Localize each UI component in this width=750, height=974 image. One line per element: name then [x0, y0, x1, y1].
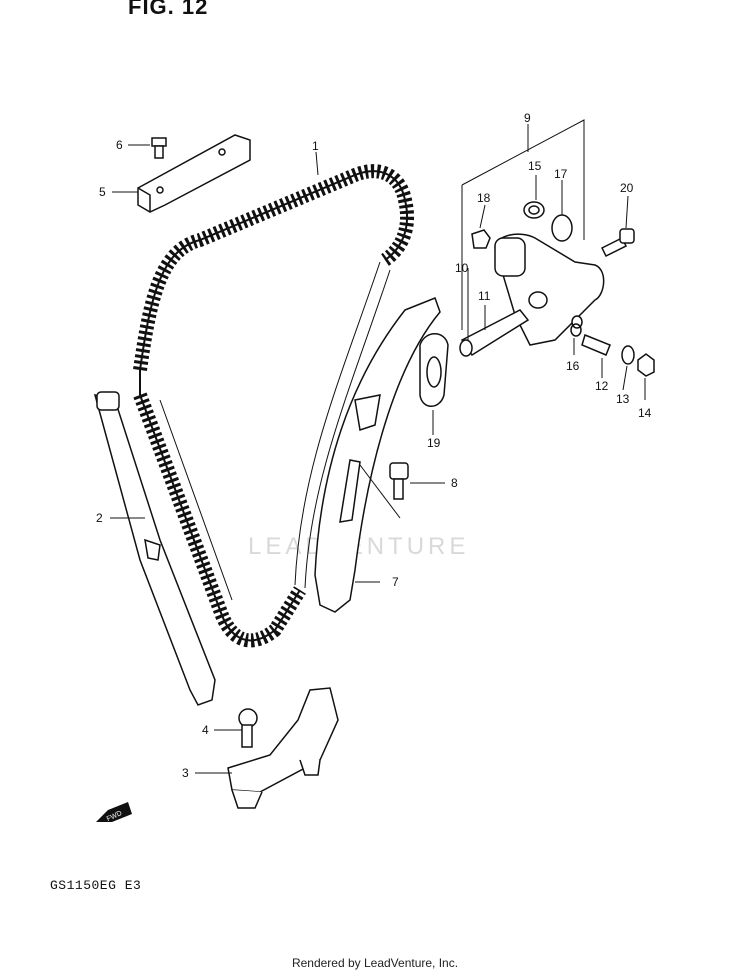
callout-6: 6 [116, 138, 123, 152]
guide-bolt-8[interactable] [389, 462, 409, 500]
callout-10: 10 [455, 261, 469, 275]
callout-13: 13 [616, 392, 630, 406]
callout-9: 9 [524, 111, 531, 125]
callout-4: 4 [202, 723, 209, 737]
callout-17: 17 [554, 167, 568, 181]
cam-chain[interactable] [133, 164, 415, 648]
callout-19: 19 [427, 436, 441, 450]
nut-18[interactable] [471, 229, 491, 249]
model-code: GS1150EG E3 [50, 878, 142, 893]
footer-credit: Rendered by LeadVenture, Inc. [291, 956, 459, 970]
chain-guide-front[interactable] [314, 297, 441, 613]
bolt-20[interactable] [600, 228, 635, 258]
callout-11: 11 [478, 289, 491, 303]
callout-12: 12 [595, 379, 609, 393]
gasket-19[interactable] [419, 333, 449, 407]
washer-13[interactable] [621, 345, 635, 365]
fwd-arrow-icon [96, 802, 132, 822]
holder-bolt-4[interactable] [238, 708, 258, 748]
screw-12[interactable] [581, 333, 611, 356]
push-rod-11[interactable] [459, 309, 530, 357]
chain-guide-rear[interactable] [93, 391, 216, 706]
callout-8: 8 [451, 476, 458, 490]
callout-5: 5 [99, 185, 106, 199]
callout-14: 14 [638, 406, 652, 420]
callout-3: 3 [182, 766, 189, 780]
figure-title: FIG. 12 [128, 0, 209, 19]
callout-15: 15 [528, 159, 542, 173]
nut-14[interactable] [637, 353, 655, 377]
guide-bolt-6[interactable] [151, 137, 167, 159]
leader-lines [110, 144, 646, 774]
o-ring-16[interactable] [570, 323, 582, 337]
o-ring-17[interactable] [551, 214, 573, 242]
oil-seal-15[interactable] [523, 201, 545, 219]
callout-2: 2 [96, 511, 103, 525]
callout-1: 1 [312, 139, 319, 153]
callout-7: 7 [392, 575, 399, 589]
callout-18: 18 [477, 191, 491, 205]
guide-holder-3[interactable] [227, 687, 339, 809]
callout-16: 16 [566, 359, 580, 373]
group-bracket-9 [461, 119, 585, 330]
chain-guide-top[interactable] [137, 134, 251, 213]
callout-20: 20 [620, 181, 634, 195]
